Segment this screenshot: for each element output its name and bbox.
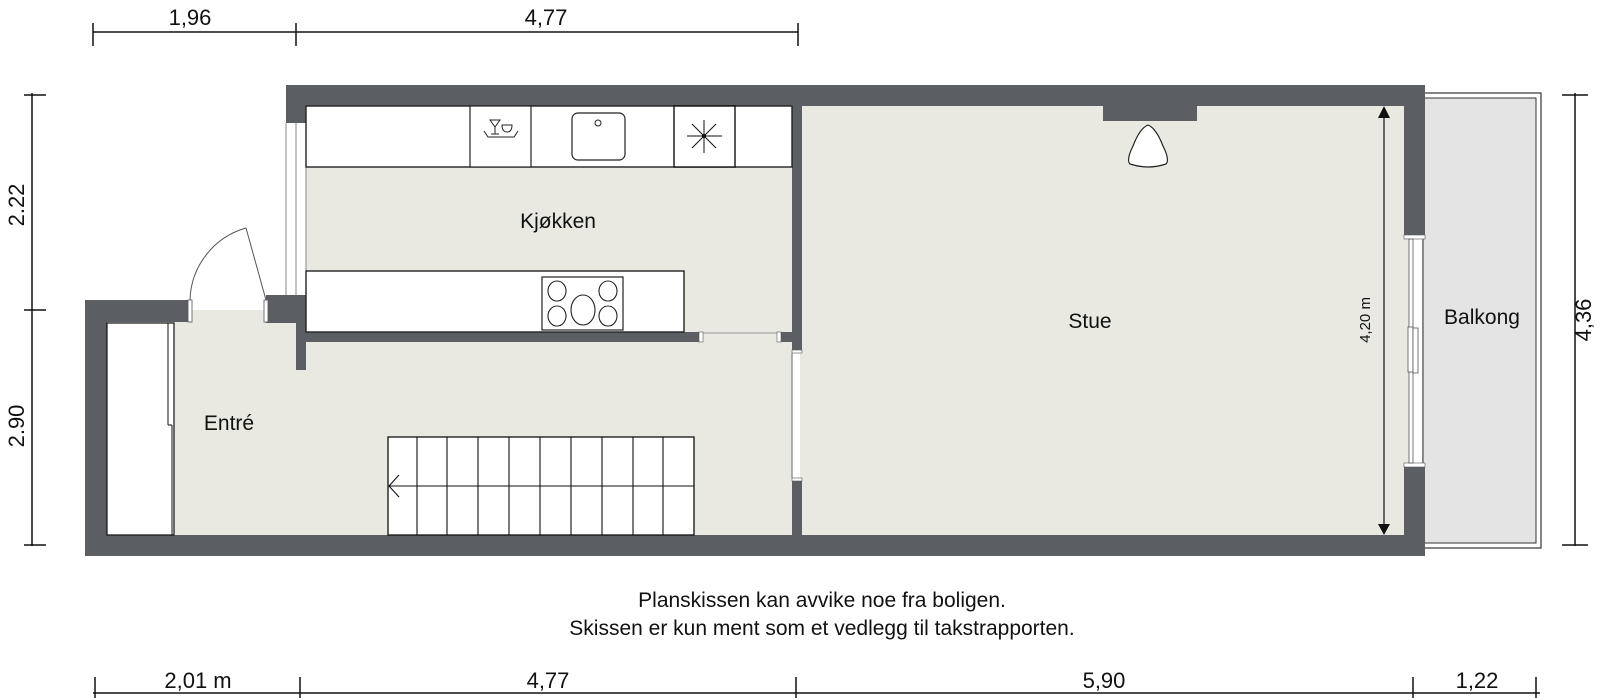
room-label-entry: Entré bbox=[204, 412, 254, 435]
disclaimer-line-2: Skissen er kun ment som et vedlegg til t… bbox=[569, 617, 1074, 640]
living-door-opening[interactable] bbox=[791, 349, 803, 482]
entry-door[interactable] bbox=[187, 227, 269, 323]
right-dimension-line: 4,36 bbox=[1562, 93, 1596, 546]
top-dimension-line: 1,96 4,77 bbox=[92, 5, 799, 46]
balcony-sliding-door[interactable] bbox=[1403, 234, 1426, 468]
dim-bottom-2: 4,77 bbox=[527, 668, 570, 693]
stairs bbox=[387, 436, 695, 536]
kitchen-counter-top bbox=[305, 105, 793, 168]
cooktop-icon bbox=[541, 276, 624, 331]
kitchen-window bbox=[285, 123, 307, 295]
dim-left-1: 2.22 bbox=[4, 184, 29, 227]
dim-top-2: 4,77 bbox=[525, 5, 568, 30]
stue-height-dimension: 4,20 m bbox=[1357, 106, 1390, 535]
fridge-freezer-icon bbox=[673, 105, 736, 168]
fireplace-icon bbox=[1127, 124, 1169, 168]
dishwasher-icon bbox=[469, 105, 532, 168]
dim-bottom-1: 2,01 m bbox=[164, 668, 231, 693]
stairs-direction-arrow-icon bbox=[388, 474, 400, 498]
room-label-kitchen: Kjøkken bbox=[520, 210, 596, 233]
walls bbox=[85, 85, 1425, 556]
kitchen-counter-island bbox=[305, 270, 685, 333]
sink-icon bbox=[571, 112, 626, 161]
left-dimension-line: 2.22 2.90 bbox=[4, 93, 46, 546]
wardrobe bbox=[106, 322, 175, 536]
dim-left-2: 2.90 bbox=[4, 405, 29, 448]
balcony bbox=[1422, 92, 1542, 549]
bottom-dimension-line: 2,01 m 4,77 5,90 1,22 bbox=[93, 668, 1540, 698]
disclaimer-line-1: Planskissen kan avvike noe fra boligen. bbox=[638, 589, 1006, 612]
dim-bottom-3: 5,90 bbox=[1083, 668, 1126, 693]
room-label-living: Stue bbox=[1068, 310, 1111, 333]
kitchen-corridor-opening bbox=[698, 331, 782, 343]
room-label-balcony: Balkong bbox=[1444, 306, 1520, 329]
stue-height-label: 4,20 m bbox=[1357, 297, 1374, 343]
dim-top-1: 1,96 bbox=[169, 5, 212, 30]
dim-right-1: 4,36 bbox=[1571, 299, 1596, 342]
dim-bottom-4: 1,22 bbox=[1456, 668, 1499, 693]
